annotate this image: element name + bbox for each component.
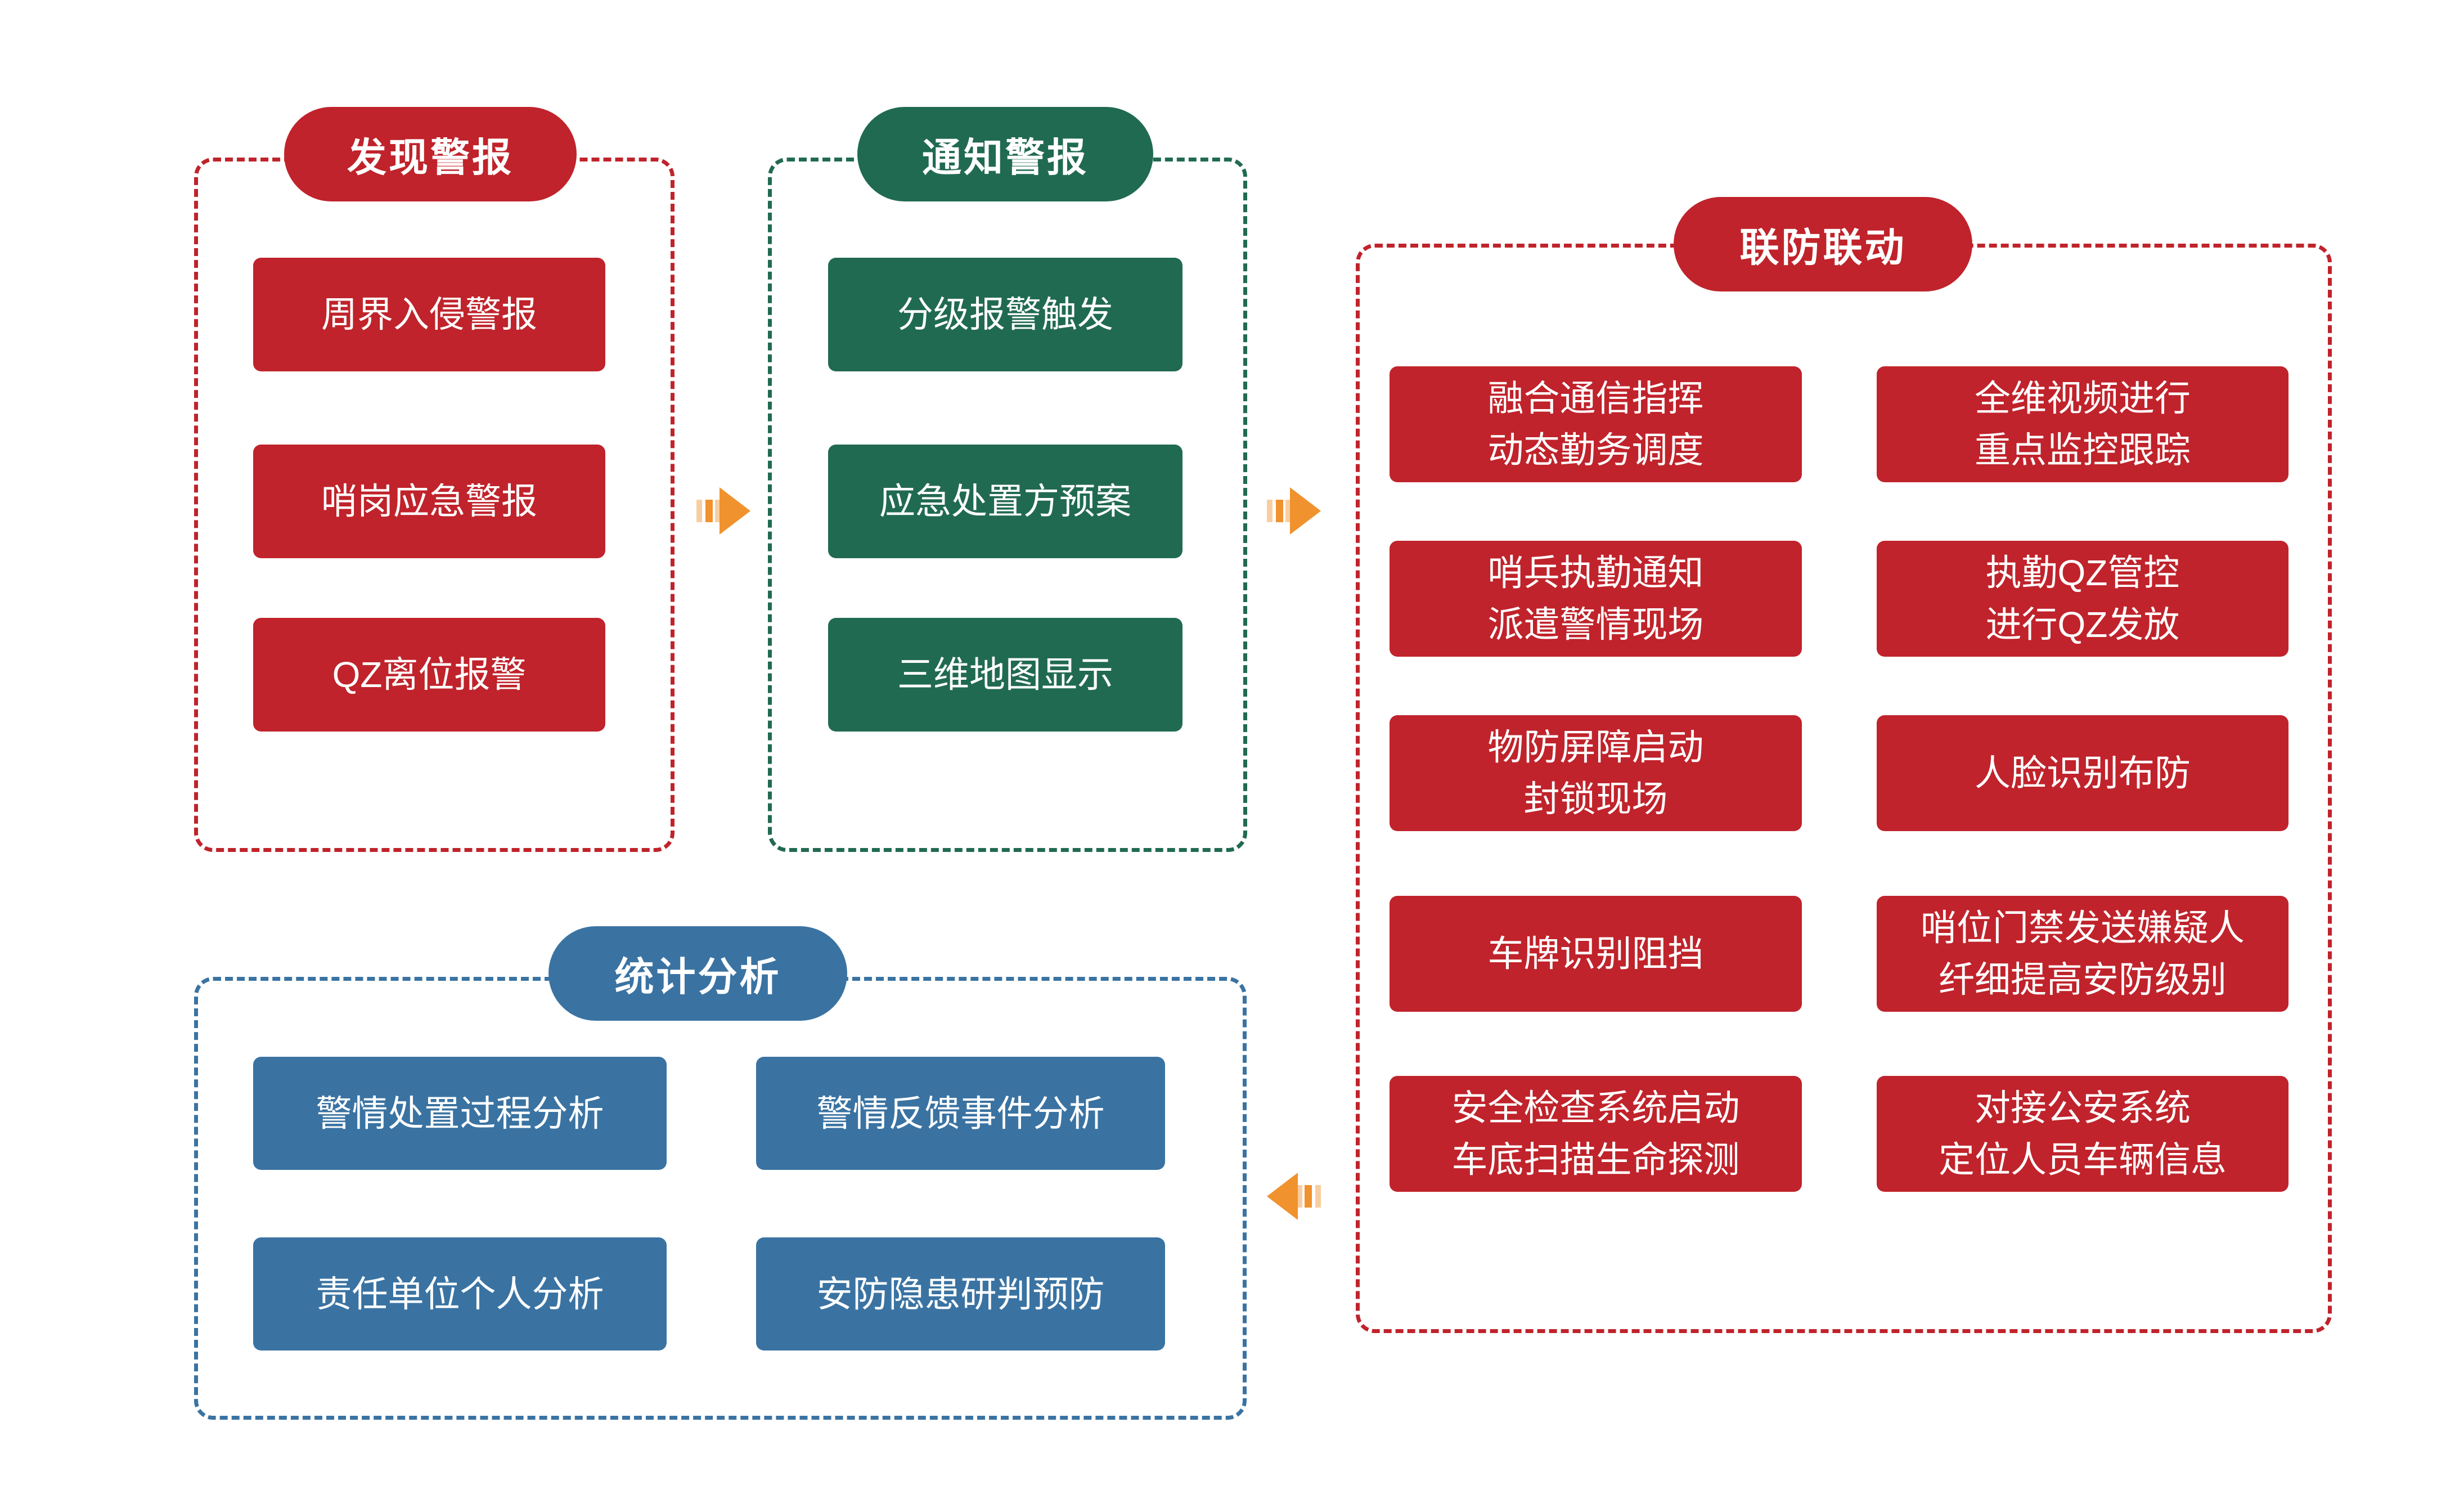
node-label-line2: 车底扫描生命探测 [1451, 1139, 1740, 1180]
node-label-line1: 对接公安系统 [1975, 1088, 2191, 1128]
node-label-line2: 进行QZ发放 [1985, 604, 2180, 645]
node-label-line2: 动态勤务调度 [1487, 430, 1704, 470]
node-label: 警情处置过程分析 [316, 1093, 604, 1134]
node-label-line1: 人脸识别布防 [1975, 753, 2191, 793]
node-face-recognition-deploy: 人脸识别布防 [1877, 715, 2288, 831]
discover-section-header: 发现警报 [284, 107, 577, 201]
stats-section-header: 统计分析 [548, 926, 847, 1021]
node-label-line1: 物防屏障启动 [1487, 727, 1704, 768]
node-label: 警情反馈事件分析 [816, 1093, 1105, 1134]
node-sentry-duty-notify: 哨兵执勤通知 派遣警情现场 [1390, 541, 1802, 657]
node-label-line2: 封锁现场 [1523, 779, 1668, 819]
node-label-line2: 重点监控跟踪 [1975, 430, 2191, 470]
node-label-line1: 哨兵执勤通知 [1487, 553, 1704, 593]
node-tiered-alarm-trigger: 分级报警触发 [828, 258, 1182, 371]
node-3d-map-display: 三维地图显示 [828, 618, 1182, 732]
notify-section-header: 通知警报 [857, 107, 1153, 201]
node-qz-offsite-alarm: QZ离位报警 [253, 618, 605, 732]
node-panoramic-video-tracking: 全维视频进行 重点监控跟踪 [1877, 366, 2288, 482]
flow-arrow-right-icon [696, 487, 750, 535]
node-label: 分级报警触发 [897, 294, 1113, 335]
node-label-line1: 车牌识别阻挡 [1487, 934, 1704, 974]
node-responsible-unit-analysis: 责任单位个人分析 [253, 1237, 667, 1351]
node-plate-recognition-block: 车牌识别阻挡 [1390, 896, 1802, 1012]
node-label: QZ离位报警 [332, 654, 527, 695]
node-duty-qz-control: 执勤QZ管控 进行QZ发放 [1877, 541, 2288, 657]
node-police-system-link: 对接公安系统 定位人员车辆信息 [1877, 1076, 2288, 1192]
node-label: 安防隐患研判预防 [816, 1273, 1105, 1314]
node-alarm-feedback-analysis: 警情反馈事件分析 [756, 1057, 1165, 1170]
node-security-check-scan: 安全检查系统启动 车底扫描生命探测 [1390, 1076, 1802, 1192]
node-label-line2: 定位人员车辆信息 [1939, 1139, 2227, 1180]
node-label: 应急处置方预案 [879, 481, 1131, 522]
flow-arrow-left-icon [1267, 1173, 1321, 1220]
node-converged-comms-dispatch: 融合通信指挥 动态勤务调度 [1390, 366, 1802, 482]
node-label-line1: 哨位门禁发送嫌疑人 [1921, 908, 2245, 948]
stats-section-title: 统计分析 [614, 954, 781, 999]
node-emergency-response-plan: 应急处置方预案 [828, 445, 1182, 558]
flow-arrow-right-icon [1267, 487, 1321, 535]
node-sentry-emergency-alarm: 哨岗应急警报 [253, 445, 605, 558]
node-perimeter-intrusion-alarm: 周界入侵警报 [253, 258, 605, 371]
node-label-line2: 纤细提高安防级别 [1939, 959, 2227, 1000]
node-security-risk-prediction: 安防隐患研判预防 [756, 1237, 1165, 1351]
joint-section-header: 联防联动 [1674, 197, 1972, 291]
node-label-line2: 派遣警情现场 [1487, 604, 1704, 645]
node-label-line1: 安全检查系统启动 [1451, 1088, 1740, 1128]
node-label-line1: 全维视频进行 [1975, 378, 2191, 419]
node-label-line1: 融合通信指挥 [1487, 378, 1704, 419]
node-physical-barrier-lockdown: 物防屏障启动 封锁现场 [1390, 715, 1802, 831]
node-label: 周界入侵警报 [321, 294, 537, 335]
notify-section-title: 通知警报 [922, 135, 1089, 180]
stats-section-border [194, 977, 1247, 1420]
node-label: 哨岗应急警报 [321, 481, 537, 522]
joint-section-title: 联防联动 [1739, 225, 1907, 270]
node-label-line1: 执勤QZ管控 [1985, 553, 2180, 593]
node-label: 三维地图显示 [897, 654, 1113, 695]
node-sentry-access-suspect-alert: 哨位门禁发送嫌疑人 纤细提高安防级别 [1877, 896, 2288, 1012]
discover-section-title: 发现警报 [347, 135, 514, 180]
node-alarm-handling-analysis: 警情处置过程分析 [253, 1057, 667, 1170]
node-label: 责任单位个人分析 [316, 1273, 604, 1314]
